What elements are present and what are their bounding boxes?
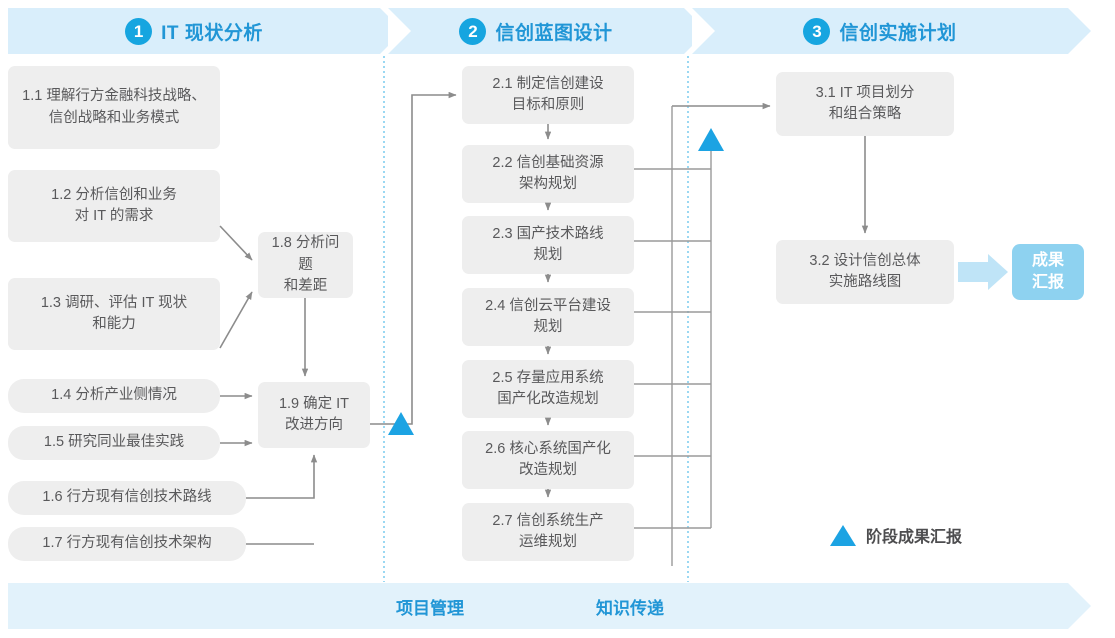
- result-report-chip[interactable]: 成果 汇报: [1012, 244, 1084, 300]
- phase-title: 信创实施计划: [839, 22, 957, 44]
- edge-1.9-to-2.1: [370, 91, 457, 425]
- task-node-3-2[interactable]: 3.2 设计信创总体 实施路线图: [776, 240, 954, 304]
- edge-1.6-to-1.9: [246, 454, 318, 499]
- task-node-1-7[interactable]: 1.7 行方现有信创技术架构: [8, 527, 246, 561]
- task-node-1-1[interactable]: 1.1 理解行方金融科技战略、 信创战略和业务模式: [8, 66, 220, 149]
- task-node-1-4[interactable]: 1.4 分析产业侧情况: [8, 379, 220, 413]
- phase-banner-notch: [692, 8, 715, 54]
- footer-label-knowledge-transfer: 知识传递: [596, 598, 664, 618]
- task-node-2-7[interactable]: 2.7 信创系统生产 运维规划: [462, 503, 634, 561]
- phase1-milestone-triangle: [388, 412, 414, 435]
- edge-1.3-to-1.8: [219, 291, 253, 349]
- task-node-1-5[interactable]: 1.5 研究同业最佳实践: [8, 426, 220, 460]
- task-node-2-2[interactable]: 2.2 信创基础资源 架构规划: [462, 145, 634, 203]
- phase-banner-2: 2 信创蓝图设计: [388, 8, 707, 54]
- footer-banner-chevron: [1068, 583, 1091, 629]
- phase-banner-3: 3 信创实施计划: [692, 8, 1091, 54]
- task-node-1-2[interactable]: 1.2 分析信创和业务 对 IT 的需求: [8, 170, 220, 242]
- task-node-2-6[interactable]: 2.6 核心系统国产化 改造规划: [462, 431, 634, 489]
- triangle-icon: [830, 524, 856, 546]
- edge-3.2-to-result: [958, 254, 1008, 290]
- task-node-1-8[interactable]: 1.8 分析问题 和差距: [258, 232, 353, 298]
- task-node-2-1[interactable]: 2.1 制定信创建设 目标和原则: [462, 66, 634, 124]
- task-node-2-5[interactable]: 2.5 存量应用系统 国产化改造规划: [462, 360, 634, 418]
- phase-number-badge: 1: [125, 17, 153, 45]
- legend-label: 阶段成果汇报: [866, 529, 963, 546]
- phase2-milestone-triangle: [698, 128, 724, 151]
- phase-number-badge: 3: [803, 17, 831, 45]
- phase-banner-notch: [388, 8, 411, 54]
- task-node-1-9[interactable]: 1.9 确定 IT 改进方向: [258, 382, 370, 448]
- task-node-1-3[interactable]: 1.3 调研、评估 IT 现状 和能力: [8, 278, 220, 350]
- task-node-3-1[interactable]: 3.1 IT 项目划分 和组合策略: [776, 72, 954, 136]
- phase-number-badge: 2: [459, 17, 487, 45]
- phase-banner-chevron: [1068, 8, 1091, 54]
- footer-label-project-management: 项目管理: [396, 598, 464, 618]
- edge-1.2-to-1.8: [219, 225, 253, 261]
- task-node-2-4[interactable]: 2.4 信创云平台建设 规划: [462, 288, 634, 346]
- legend-milestone: 阶段成果汇报: [830, 523, 962, 547]
- phase-banner-1: 1 IT 现状分析: [8, 8, 403, 54]
- phase-title: 信创蓝图设计: [495, 22, 613, 44]
- phase-title: IT 现状分析: [161, 22, 263, 44]
- task-node-2-3[interactable]: 2.3 国产技术路线 规划: [462, 216, 634, 274]
- task-node-1-6[interactable]: 1.6 行方现有信创技术路线: [8, 481, 246, 515]
- footer-banner: 项目管理 知识传递: [8, 583, 1091, 629]
